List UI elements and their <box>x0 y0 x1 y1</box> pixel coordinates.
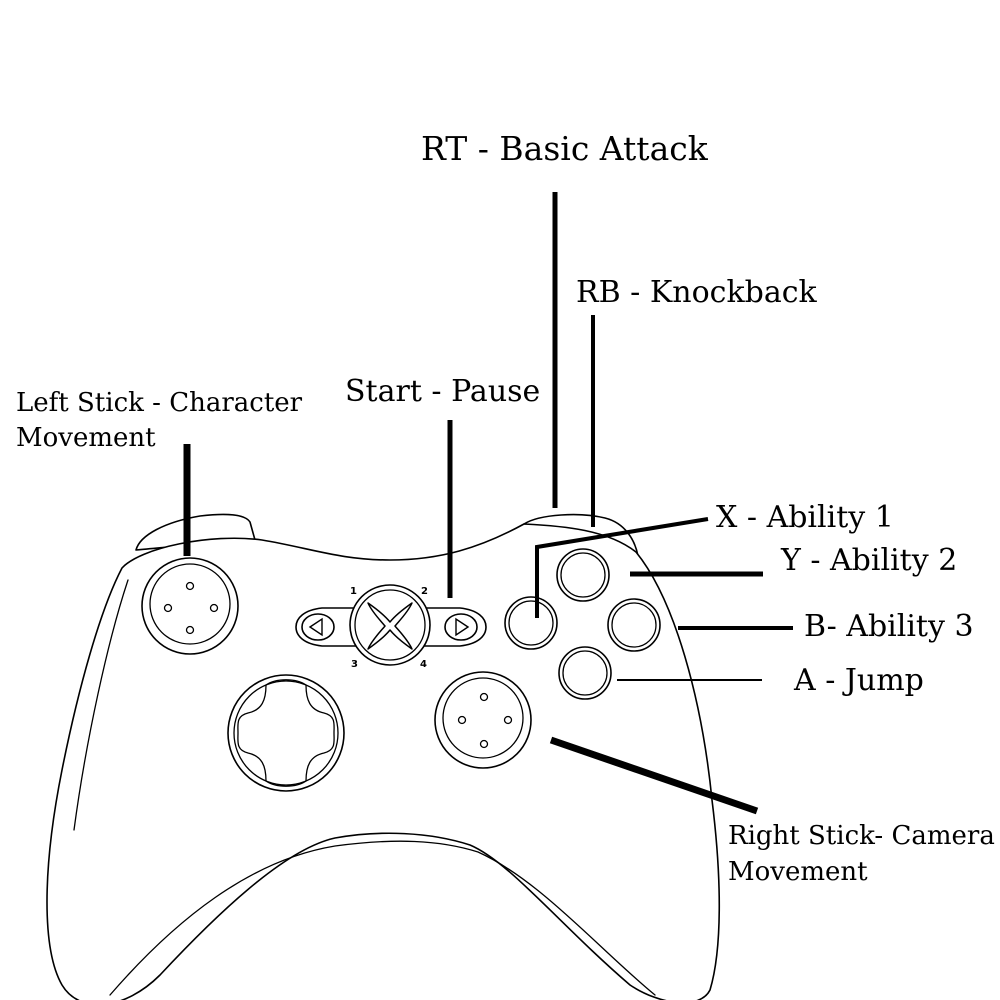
x-leader <box>535 517 709 618</box>
left-stick-label-line2: Movement <box>16 423 156 453</box>
left-stick-label-line1: Left Stick - Character <box>16 388 303 418</box>
guide-number-1: 1 <box>350 586 357 597</box>
d-pad <box>227 674 345 792</box>
start-arrow-icon <box>455 617 470 637</box>
rb-label: RB - Knockback <box>576 275 818 310</box>
y-button-label: Y - Ability 2 <box>780 543 957 578</box>
a-face-button <box>558 646 612 700</box>
right-stick-label-line1: Right Stick- Camera <box>728 821 995 851</box>
labels: RT - Basic Attack RB - Knockback Start -… <box>16 129 995 887</box>
face-buttons <box>504 548 661 700</box>
start-button <box>444 613 478 641</box>
b-button-label: B- Ability 3 <box>804 609 974 644</box>
guide-cluster: 1 2 3 4 <box>295 584 487 670</box>
guide-number-3: 3 <box>351 659 358 670</box>
back-button <box>301 613 335 641</box>
guide-button <box>349 584 431 666</box>
left-thumbstick <box>141 557 239 655</box>
x-face-button <box>504 596 558 650</box>
x-button-label: X - Ability 1 <box>716 500 894 535</box>
leader-lines <box>183 192 793 815</box>
back-arrow-icon <box>308 617 323 637</box>
right-thumbstick <box>434 671 532 769</box>
y-face-button <box>556 548 610 602</box>
guide-number-4: 4 <box>420 659 427 670</box>
a-button-label: A - Jump <box>793 663 924 698</box>
body-inner-contour <box>109 840 656 996</box>
guide-x-icon <box>367 602 413 650</box>
rt-label: RT - Basic Attack <box>421 129 709 168</box>
body-inner-edge-left <box>73 579 129 831</box>
start-label: Start - Pause <box>345 374 540 409</box>
d-pad-cross <box>237 679 335 787</box>
guide-number-2: 2 <box>421 586 428 597</box>
right-stick-label-line2: Movement <box>728 857 868 887</box>
right-stick-leader <box>549 736 759 815</box>
b-face-button <box>607 598 661 652</box>
